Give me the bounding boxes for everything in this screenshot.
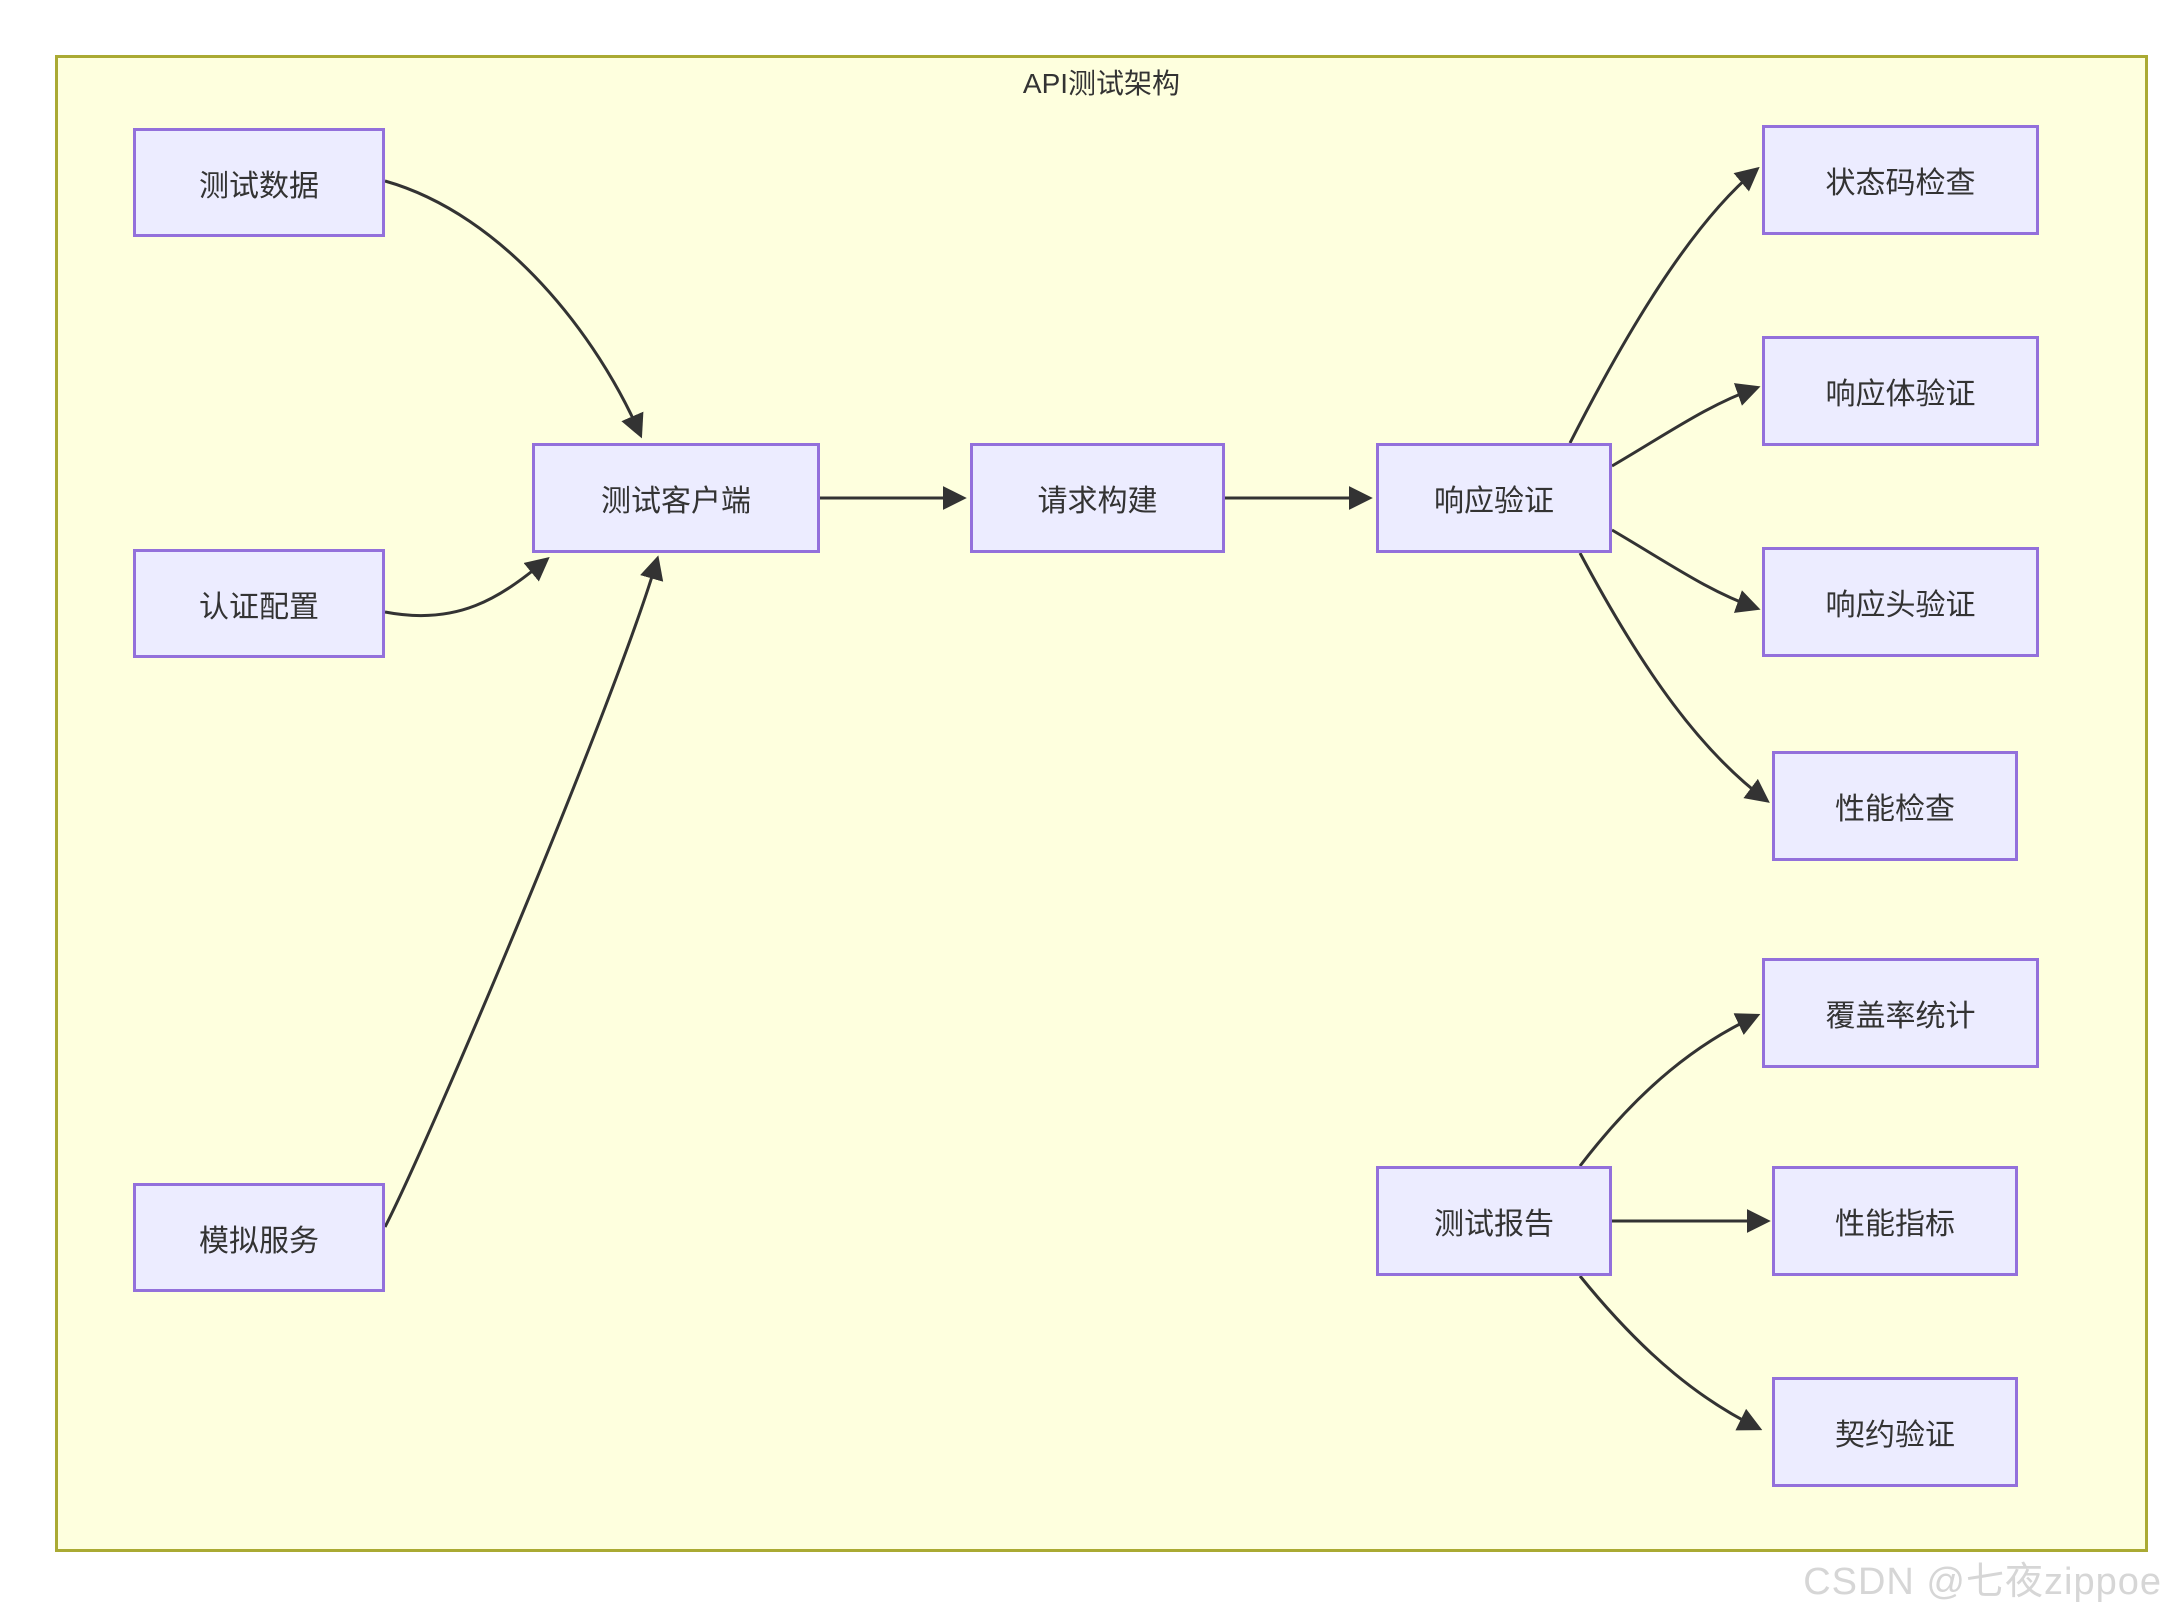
node-contract-validation: 契约验证	[1772, 1377, 2018, 1487]
edge-test-data-to-test-client	[384, 179, 644, 439]
edge-response-validation-to-response-header-validation	[1611, 528, 1761, 613]
node-performance-metrics-label: 性能指标	[1835, 1208, 1955, 1241]
node-mock-service-label: 模拟服务	[199, 1224, 319, 1258]
node-test-client: 测试客户端	[532, 443, 820, 553]
node-test-report: 测试报告	[1376, 1166, 1612, 1276]
edge-mock-service-to-test-client	[383, 555, 664, 1228]
node-request-build: 请求构建	[970, 443, 1225, 553]
node-coverage-stats: 覆盖率统计	[1762, 958, 2039, 1068]
node-coverage-stats-label: 覆盖率统计	[1825, 1000, 1976, 1033]
edge-test-report-to-coverage-stats	[1578, 1013, 1761, 1167]
node-request-build-label: 请求构建	[1037, 485, 1158, 518]
node-status-code-check-label: 状态码检查	[1825, 167, 1976, 200]
edge-response-validation-to-status-code-check	[1568, 166, 1760, 444]
node-status-code-check: 状态码检查	[1762, 125, 2039, 235]
node-mock-service: 模拟服务	[133, 1183, 385, 1292]
node-response-validation: 响应验证	[1376, 443, 1612, 553]
edge-response-validation-to-response-body-validation	[1611, 383, 1761, 468]
csdn-watermark: CSDN @七夜zippoe	[1803, 1561, 2162, 1603]
node-test-data-label: 测试数据	[199, 169, 319, 203]
edge-test-report-to-contract-validation	[1578, 1275, 1763, 1431]
node-test-data: 测试数据	[133, 128, 385, 237]
node-performance-metrics: 性能指标	[1772, 1166, 2018, 1276]
node-performance-check: 性能检查	[1772, 751, 2018, 861]
node-test-client-label: 测试客户端	[601, 485, 751, 518]
node-auth-config-label: 认证配置	[199, 590, 319, 624]
node-performance-check-label: 性能检查	[1835, 793, 1955, 826]
node-response-body-validation: 响应体验证	[1762, 336, 2039, 446]
node-test-report-label: 测试报告	[1434, 1208, 1554, 1241]
edge-response-validation-to-performance-check	[1578, 552, 1770, 803]
diagram-title: API测试架构	[1022, 68, 1181, 99]
node-response-body-validation-label: 响应体验证	[1825, 378, 1976, 411]
node-response-header-validation: 响应头验证	[1762, 547, 2039, 657]
node-response-header-validation-label: 响应头验证	[1825, 589, 1976, 622]
node-auth-config: 认证配置	[133, 549, 385, 658]
edge-auth-config-to-test-client	[384, 556, 550, 618]
node-response-validation-label: 响应验证	[1434, 485, 1554, 518]
node-contract-validation-label: 契约验证	[1835, 1419, 1955, 1452]
